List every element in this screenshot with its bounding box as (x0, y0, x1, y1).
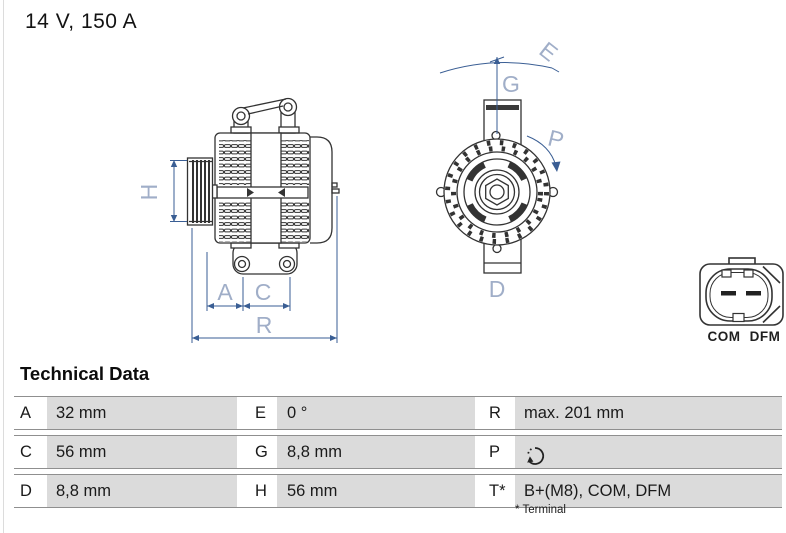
spec-key-p: P (485, 436, 515, 468)
table-row: C 56 mm G 8,8 mm P (14, 435, 782, 469)
front-view-dimensions (439, 56, 561, 172)
product-rating-title: 14 V, 150 A (25, 10, 138, 33)
connector-diagram (699, 257, 784, 326)
technical-drawing: H A C R E G P D (136, 36, 784, 344)
dimension-label-e: E (534, 36, 562, 66)
spec-value-d: 8,8 mm (47, 475, 237, 507)
dimension-label-c: C (255, 279, 272, 305)
dimension-label-r: R (256, 312, 273, 338)
dimension-label-h: H (136, 184, 162, 201)
connector-terminal-label-com: COM (708, 329, 741, 344)
spec-key-a: A (14, 397, 47, 429)
spec-key-t: T* (485, 475, 515, 507)
spec-value-h: 56 mm (277, 475, 475, 507)
column-gap (237, 436, 247, 468)
spec-value-t: B+(M8), COM, DFM (515, 475, 782, 507)
technical-data-heading: Technical Data (20, 363, 150, 384)
column-gap (475, 436, 485, 468)
dimension-label-p: P (545, 124, 566, 153)
column-gap (237, 475, 247, 507)
connector-terminal-label-dfm: DFM (750, 329, 781, 344)
spec-key-r: R (485, 397, 515, 429)
table-row: D 8,8 mm H 56 mm T* B+(M8), COM, DFM (14, 474, 782, 508)
spec-key-h: H (247, 475, 277, 507)
dimension-label-g: G (502, 71, 520, 97)
column-gap (475, 475, 485, 507)
dimension-label-d: D (489, 276, 506, 302)
spec-value-e: 0 ° (277, 397, 475, 429)
side-view-drawing (186, 97, 340, 275)
terminal-footnote: * Terminal (515, 504, 566, 516)
spec-key-d: D (14, 475, 47, 507)
spec-key-c: C (14, 436, 47, 468)
spec-key-e: E (247, 397, 277, 429)
front-view-drawing (435, 99, 559, 274)
page-left-border (3, 0, 4, 533)
spec-value-p (515, 436, 782, 468)
column-gap (475, 397, 485, 429)
dimension-label-a: A (217, 279, 233, 305)
spec-value-r: max. 201 mm (515, 397, 782, 429)
rotation-ccw-icon (527, 447, 545, 466)
spec-value-a: 32 mm (47, 397, 237, 429)
technical-data-table: A 32 mm E 0 ° R max. 201 mm C 56 mm G 8,… (14, 396, 782, 513)
spec-key-g: G (247, 436, 277, 468)
column-gap (237, 397, 247, 429)
table-row: A 32 mm E 0 ° R max. 201 mm (14, 396, 782, 430)
spec-value-g: 8,8 mm (277, 436, 475, 468)
side-view-dimensions (170, 160, 338, 343)
spec-value-c: 56 mm (47, 436, 237, 468)
